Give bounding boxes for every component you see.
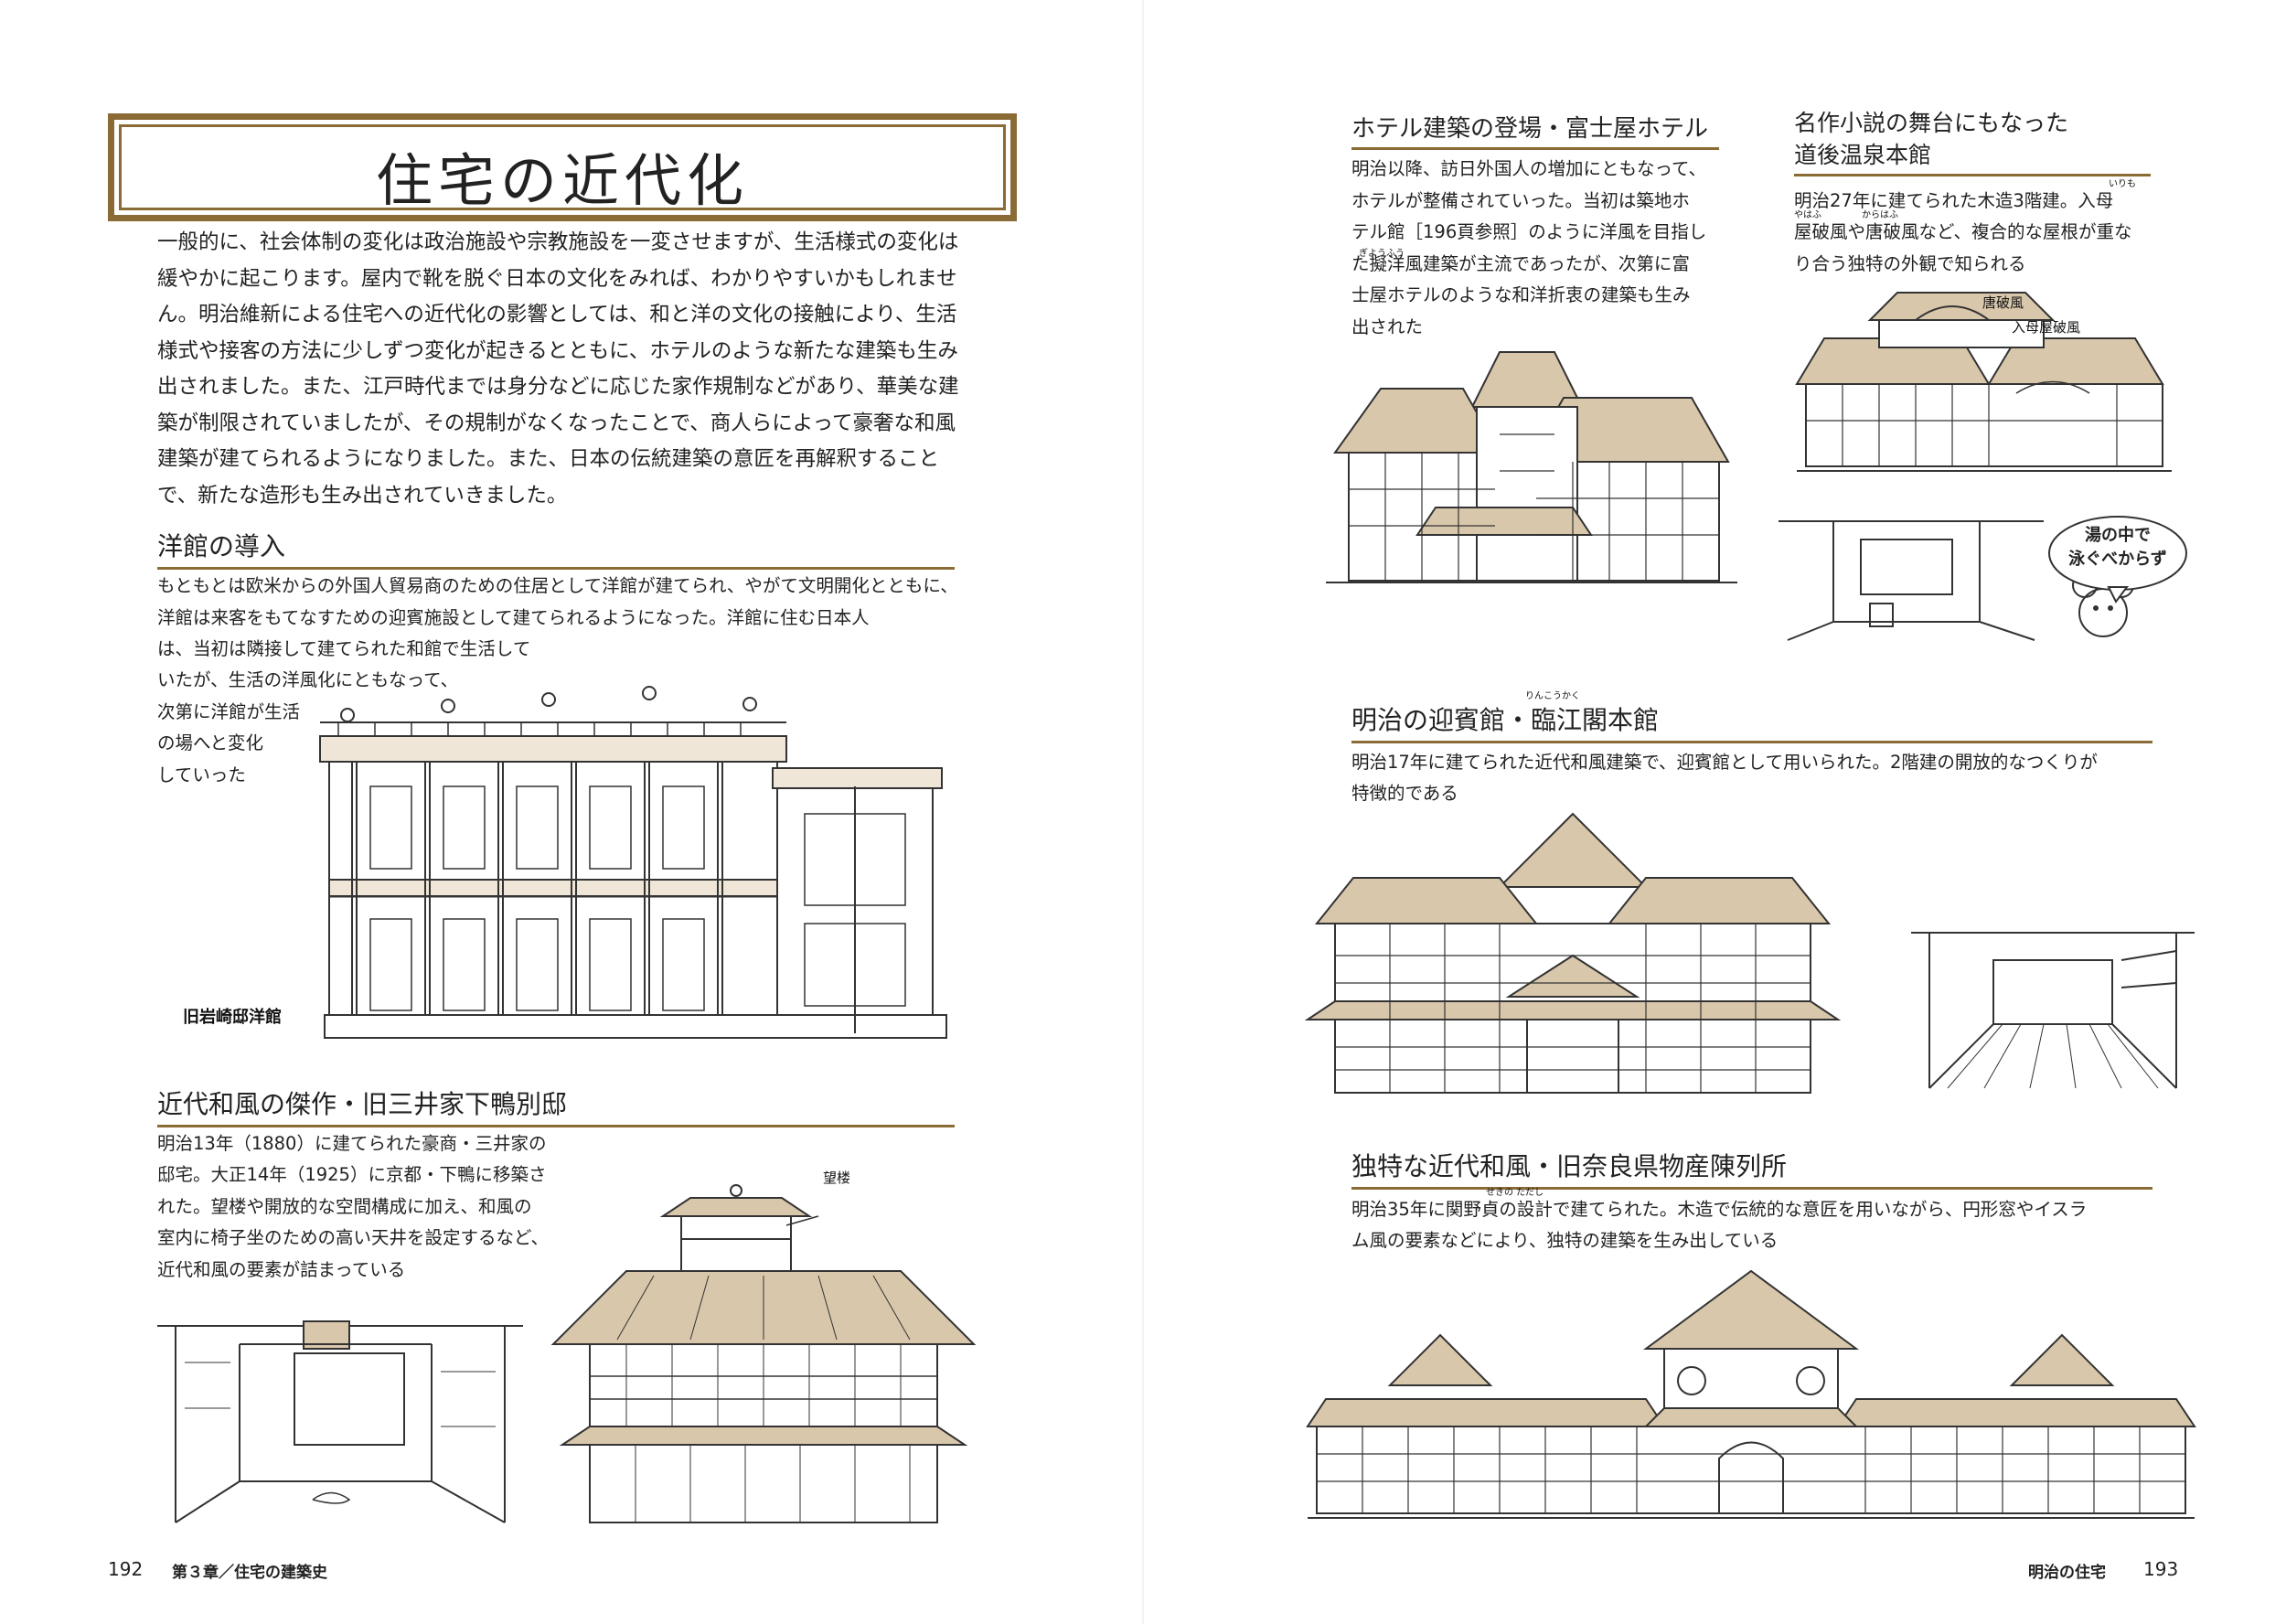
mitsui-interior-illustration <box>157 1320 523 1523</box>
section-nara-line-2: ム風の要素などにより、独特の建築を生み出している <box>1351 1230 1779 1251</box>
ruby-sekino-tadashi: せきの ただし <box>1486 1188 1544 1198</box>
page-title: 住宅の近代化 <box>375 147 749 214</box>
section-hotel-line-3: テル館［196頁参照］のように洋風を目指し <box>1351 221 1707 242</box>
page-title-box: 住宅の近代化 <box>108 113 1017 221</box>
caption-iwasaki: 旧岩崎邸洋館 <box>183 1008 282 1027</box>
label-karahafu: 唐破風 <box>1982 294 2024 311</box>
section-heading-dogo-line1: 名作小説の舞台にもなった <box>1794 110 2069 136</box>
section-dogo-line-2: 屋破風や唐破風など、複合的な屋根が重な <box>1794 221 2132 242</box>
section-yokan-line-3: 次第に洋館が生活 <box>157 701 301 722</box>
section-yokan-body-wide: もともとは欧米からの外国人貿易商のための住居として洋館が建てられ、やがて文明開化… <box>157 575 958 628</box>
section-yokan-line-1: は、当初は隣接して建てられた和館で生活して <box>157 638 531 659</box>
section-yokan-line-5: していった <box>157 764 246 785</box>
section-heading-hotel: ホテル建築の登場・富士屋ホテル <box>1351 110 1719 150</box>
section-heading-dogo-line2: 道後温泉本館 <box>1794 137 2151 176</box>
ruby-yahafu: やはふ <box>1794 210 1821 220</box>
bubble-line-1: 湯の中で <box>2085 526 2151 545</box>
ruby-irimoya: いりも <box>2109 179 2136 189</box>
section-heading-rinkokaku: 明治の迎賓館・臨江閣本館 <box>1351 700 2152 743</box>
dogo-onsen-illustration <box>1795 292 2172 472</box>
ruby-giyoufu: ぎようふう <box>1359 249 1405 259</box>
bubble-line-2: 泳ぐべからず <box>2068 550 2167 569</box>
label-borou: 望楼 <box>823 1170 851 1186</box>
section-hotel-line-4: た擬洋風建築が主流であったが、次第に富 <box>1351 253 1690 274</box>
rinkokaku-exterior-illustration <box>1304 812 1842 1094</box>
page-number-left: 192 <box>108 1558 144 1580</box>
speech-bubble <box>2048 516 2187 604</box>
section-heading-mitsui: 近代和風の傑作・旧三井家下鴨別邸 <box>157 1084 955 1127</box>
section-mitsui-line-3: れた。望楼や開放的な空間構成に加え、和風の <box>157 1196 532 1217</box>
iwasaki-mansion-illustration <box>319 686 947 1039</box>
section-hotel-line-6: 出された <box>1351 316 1424 337</box>
section-hotel-line-5: 士屋ホテルのような和洋折衷の建築も生み <box>1351 284 1691 305</box>
label-irimoya-hafu: 入母屋破風 <box>2012 319 2081 336</box>
section-mitsui-line-2: 邸宅。大正14年（1925）に京都・下鴨に移築さ <box>157 1164 547 1185</box>
intro-paragraph: 一般的に、社会体制の変化は政治施設や宗教施設を一変させますが、生活様式の変化は緩… <box>157 230 959 508</box>
mitsui-exterior-illustration <box>550 1184 977 1523</box>
page-gutter <box>1142 0 1144 1624</box>
section-yokan-line-4: の場へと変化 <box>157 732 264 753</box>
dogo-interior-illustration <box>1779 520 2044 641</box>
section-rinkokaku-line-1: 明治17年に建てられた近代和風建築で、迎賓館として用いられた。2階建の開放的なつ… <box>1351 752 2098 773</box>
page-number-right: 193 <box>2143 1558 2179 1580</box>
section-mitsui-line-5: 近代和風の要素が詰まっている <box>157 1259 406 1280</box>
footer-chapter: 第３章／住宅の建築史 <box>172 1564 327 1582</box>
section-rinkokaku-line-2: 特徴的である <box>1351 783 1458 804</box>
section-heading-nara: 独特な近代和風・旧奈良県物産陳列所 <box>1351 1147 2152 1190</box>
section-dogo-line-3: り合う独特の外観で知られる <box>1794 253 2026 274</box>
nara-exhibit-hall-illustration <box>1306 1269 2196 1519</box>
section-mitsui-line-1: 明治13年（1880）に建てられた豪商・三井家の <box>157 1133 547 1154</box>
footer-section-name: 明治の住宅 <box>2028 1564 2106 1582</box>
rinkokaku-interior-illustration <box>1911 932 2195 1089</box>
section-nara-line-1: 明治35年に関野貞の設計で建てられた。木造で伝統的な意匠を用いながら、円形窓やイ… <box>1351 1199 2088 1220</box>
section-heading-yokan: 洋館の導入 <box>157 527 955 570</box>
ruby-karahafu: からはふ <box>1862 210 1898 220</box>
bubble-text: 湯の中で 泳ぐべからず <box>2054 524 2182 572</box>
section-yokan-line-2: いたが、生活の洋風化にともなって、 <box>157 669 459 690</box>
section-dogo-line-1: 明治27年に建てられた木造3階建。入母 <box>1794 190 2114 211</box>
section-hotel-line-2: ホテルが整備されていった。当初は築地ホ <box>1351 190 1690 211</box>
section-hotel-line-1: 明治以降、訪日外国人の増加にともなって、 <box>1351 158 1707 179</box>
section-mitsui-line-4: 室内に椅子坐のための高い天井を設定するなど、 <box>157 1227 550 1248</box>
ruby-rinkokaku: りんこうかく <box>1525 691 1580 701</box>
fujiya-hotel-illustration <box>1326 351 1737 583</box>
